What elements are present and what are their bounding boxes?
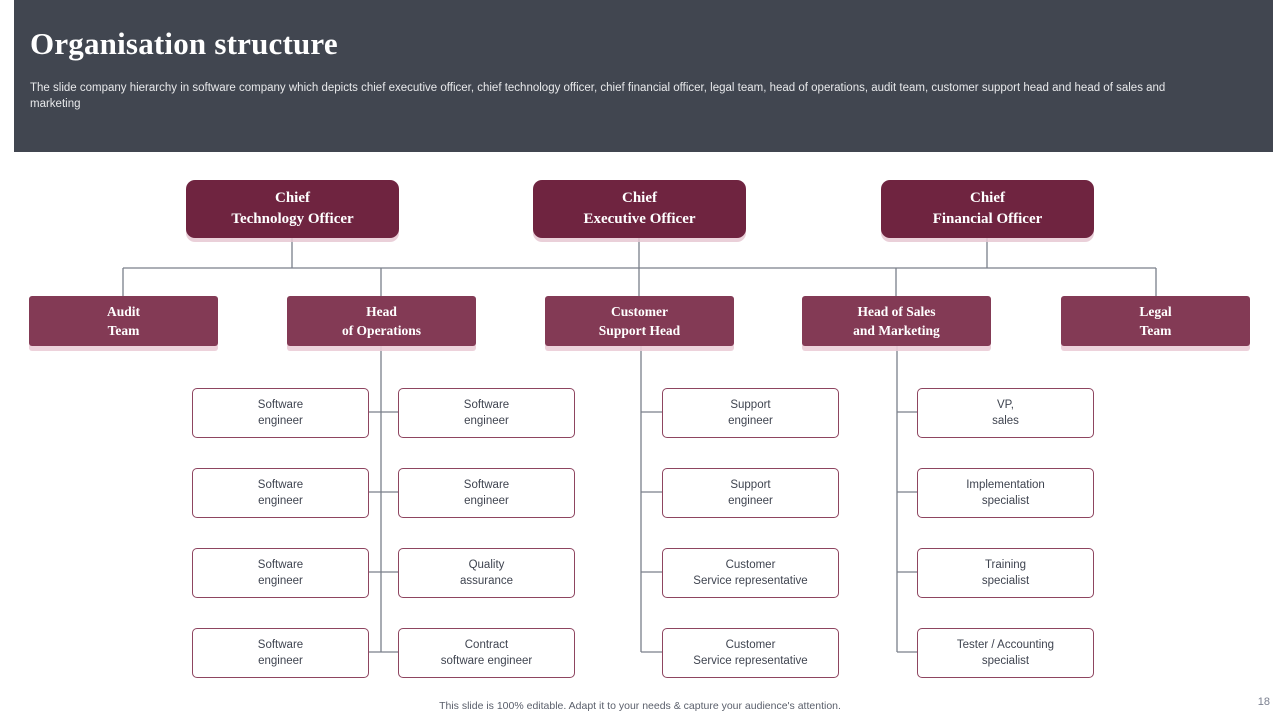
page-number: 18 [1257, 696, 1270, 708]
leaf-box-sales-2[interactable]: Implementation specialist [917, 468, 1094, 518]
leaf-box-label: Software engineer [463, 479, 510, 507]
leaf-box-sales-3[interactable]: Training specialist [917, 548, 1094, 598]
exec-box-cfo[interactable]: Chief Financial Officer [881, 180, 1094, 238]
header-left-accent [0, 0, 14, 152]
leaf-box-label: Quality assurance [459, 559, 514, 587]
manager-box-label: Head of Operations [341, 304, 422, 338]
header-right-accent [1273, 0, 1280, 152]
leaf-box-label: Training specialist [981, 559, 1030, 587]
leaf-box-operations-left-2[interactable]: Software engineer [192, 468, 369, 518]
leaf-box-label: Software engineer [463, 399, 510, 427]
leaf-box-operations-right-4[interactable]: Contract software engineer [398, 628, 575, 678]
leaf-box-operations-left-1[interactable]: Software engineer [192, 388, 369, 438]
slide-header [0, 0, 1280, 152]
leaf-box-label: Tester / Accounting specialist [956, 639, 1055, 667]
leaf-box-label: Support engineer [728, 479, 773, 507]
leaf-box-label: Contract software engineer [440, 639, 533, 667]
manager-box-label: Customer Support Head [598, 304, 681, 338]
leaf-box-operations-left-4[interactable]: Software engineer [192, 628, 369, 678]
leaf-box-label: Software engineer [257, 399, 304, 427]
leaf-box-support-4[interactable]: Customer Service representative [662, 628, 839, 678]
manager-box-label: Audit Team [106, 304, 140, 338]
leaf-box-sales-4[interactable]: Tester / Accounting specialist [917, 628, 1094, 678]
leaf-box-operations-left-3[interactable]: Software engineer [192, 548, 369, 598]
leaf-box-sales-1[interactable]: VP, sales [917, 388, 1094, 438]
leaf-box-label: VP, sales [992, 399, 1019, 427]
leaf-box-label: Customer Service representative [693, 559, 808, 587]
exec-box-label: Chief Executive Officer [583, 190, 696, 227]
leaf-box-label: Support engineer [728, 399, 773, 427]
leaf-box-support-1[interactable]: Support engineer [662, 388, 839, 438]
manager-box-head-of-operations[interactable]: Head of Operations [287, 296, 476, 346]
manager-box-legal-team[interactable]: Legal Team [1061, 296, 1250, 346]
manager-box-customer-support-head[interactable]: Customer Support Head [545, 296, 734, 346]
exec-box-cto[interactable]: Chief Technology Officer [186, 180, 399, 238]
leaf-box-label: Software engineer [257, 559, 304, 587]
exec-box-ceo[interactable]: Chief Executive Officer [533, 180, 746, 238]
page-title: Organisation structure [30, 26, 338, 61]
footer-note: This slide is 100% editable. Adapt it to… [439, 700, 841, 712]
manager-box-audit-team[interactable]: Audit Team [29, 296, 218, 346]
exec-box-label: Chief Financial Officer [932, 190, 1043, 227]
leaf-box-label: Software engineer [257, 479, 304, 507]
leaf-box-label: Implementation specialist [966, 479, 1045, 507]
leaf-box-support-3[interactable]: Customer Service representative [662, 548, 839, 598]
leaf-box-label: Software engineer [257, 639, 304, 667]
page-subtitle: The slide company hierarchy in software … [30, 82, 1166, 110]
leaf-box-support-2[interactable]: Support engineer [662, 468, 839, 518]
manager-box-head-of-sales-and-marketing[interactable]: Head of Sales and Marketing [802, 296, 991, 346]
leaf-box-operations-right-1[interactable]: Software engineer [398, 388, 575, 438]
leaf-box-label: Customer Service representative [693, 639, 808, 667]
manager-box-label: Head of Sales and Marketing [853, 304, 940, 338]
leaf-box-operations-right-2[interactable]: Software engineer [398, 468, 575, 518]
exec-box-label: Chief Technology Officer [231, 190, 354, 227]
leaf-box-operations-right-3[interactable]: Quality assurance [398, 548, 575, 598]
manager-box-label: Legal Team [1139, 304, 1172, 338]
